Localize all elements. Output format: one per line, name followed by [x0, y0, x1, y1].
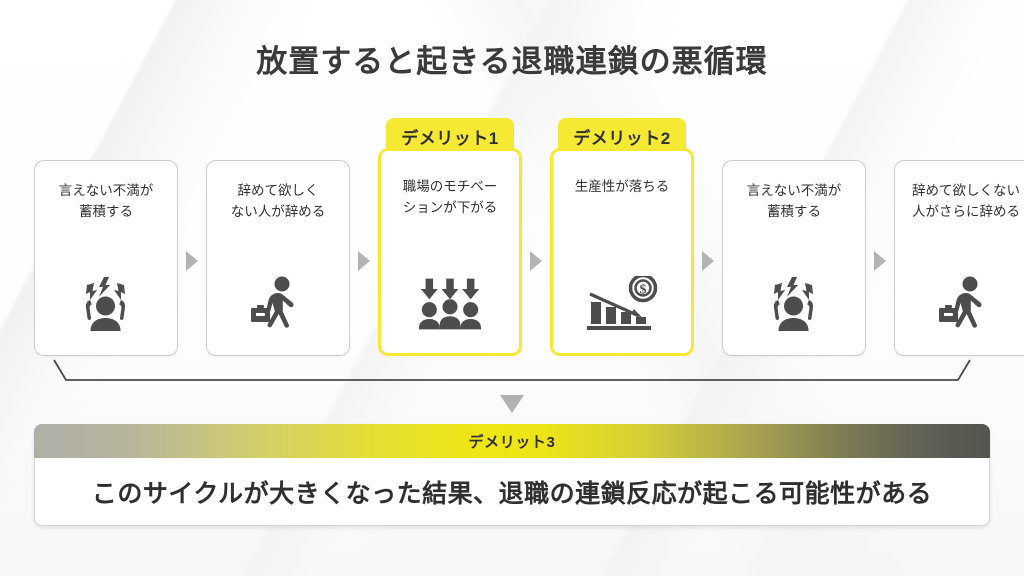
- flow-card-2[interactable]: 辞めて欲しく ない人が辞める: [206, 118, 350, 356]
- card-label-1-line2: 蓄積する: [79, 203, 133, 219]
- person-leaving-briefcase-icon: [247, 275, 309, 333]
- card-label-5-line2: 蓄積する: [767, 203, 821, 219]
- card-label-6-line1: 辞めて欲しくない: [912, 183, 1020, 198]
- flow-arrow-1: [184, 250, 200, 272]
- card-label-6: 辞めて欲しくない 人がさらに辞める: [904, 181, 1024, 223]
- banner-body-text: このサイクルが大きくなった結果、退職の連鎖反応が起こる可能性がある: [34, 458, 990, 526]
- declining-chart-money-icon: $: [585, 275, 659, 333]
- cycle-bracket: [34, 356, 990, 388]
- page-title: 放置すると起きる退職連鎖の悪循環: [256, 44, 768, 79]
- flow-arrow-5: [872, 250, 888, 272]
- card-label-4-line1: 生産性が落ちる: [574, 179, 670, 194]
- down-arrow-icon: [0, 394, 1024, 414]
- card-label-6-line2: 人がさらに辞める: [912, 203, 1020, 219]
- flow-card-5[interactable]: 言えない不満が 蓄積する: [722, 118, 866, 356]
- card-body-4: 生産性が落ちる $: [550, 148, 694, 356]
- banner-header-label: デメリット3: [34, 424, 990, 458]
- card-body-5: 言えない不満が 蓄積する: [722, 160, 866, 356]
- card-body-2: 辞めて欲しく ない人が辞める: [206, 160, 350, 356]
- group-morale-down-icon: [419, 275, 481, 333]
- flow-card-4[interactable]: デメリット2 生産性が落ちる $: [550, 118, 694, 356]
- card-label-1-line1: 言えない不満が: [58, 183, 154, 198]
- card-label-3-line2: ションが下がる: [402, 199, 498, 215]
- stressed-person-icon: [75, 275, 137, 333]
- card-body-6: 辞めて欲しくない 人がさらに辞める: [894, 160, 1024, 356]
- cycle-flow-row: 言えない不満が 蓄積する: [34, 118, 1024, 356]
- flow-card-1[interactable]: 言えない不満が 蓄積する: [34, 118, 178, 356]
- demerit-3-banner: デメリット3 このサイクルが大きくなった結果、退職の連鎖反応が起こる可能性がある: [34, 424, 990, 526]
- person-leaving-briefcase-icon: [935, 275, 997, 333]
- card-label-4: 生産性が落ちる: [560, 177, 684, 198]
- card-label-2: 辞めて欲しく ない人が辞める: [216, 181, 340, 223]
- flow-card-3[interactable]: デメリット1 職場のモチベー ションが下がる: [378, 118, 522, 356]
- card-label-1: 言えない不満が 蓄積する: [44, 181, 168, 223]
- card-label-2-line2: ない人が辞める: [230, 203, 326, 219]
- flow-arrow-2: [356, 250, 372, 272]
- card-label-5: 言えない不満が 蓄積する: [732, 181, 856, 223]
- flow-arrow-3: [528, 250, 544, 272]
- stressed-person-icon: [763, 275, 825, 333]
- card-body-3: 職場のモチベー ションが下がる: [378, 148, 522, 356]
- flow-arrow-4: [700, 250, 716, 272]
- card-label-3-line1: 職場のモチベー: [402, 179, 498, 194]
- svg-text:$: $: [640, 283, 647, 298]
- card-label-5-line1: 言えない不満が: [746, 183, 842, 198]
- card-label-2-line1: 辞めて欲しく: [237, 183, 319, 198]
- card-body-1: 言えない不満が 蓄積する: [34, 160, 178, 356]
- flow-card-6[interactable]: 辞めて欲しくない 人がさらに辞める: [894, 118, 1024, 356]
- card-label-3: 職場のモチベー ションが下がる: [388, 177, 512, 219]
